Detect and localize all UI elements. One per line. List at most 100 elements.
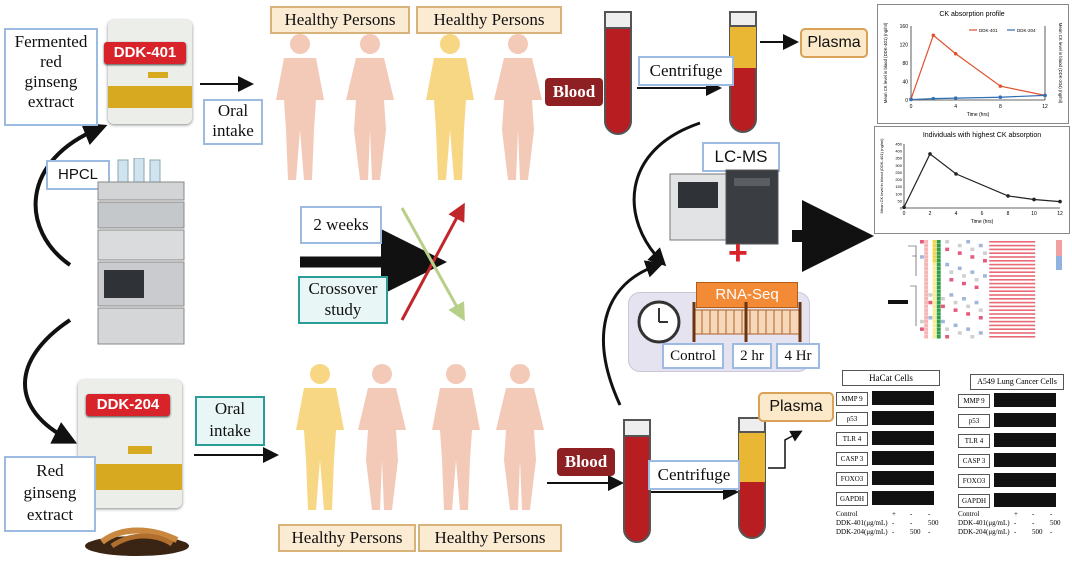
blot-condition-label: DDK-401(μg/mL)	[958, 519, 1010, 527]
blot-condition-value: -	[1032, 510, 1035, 518]
heatmap-cell	[941, 289, 945, 293]
healthy-persons-top-2: Healthy Persons	[416, 6, 562, 34]
ddk401-label: DDK-401	[104, 42, 186, 64]
y-tick-label: 450	[895, 142, 902, 147]
heatmap-cell	[978, 255, 983, 259]
heatmap-cell	[920, 281, 924, 286]
heatmap-cell	[949, 316, 954, 320]
heatmap-cell	[924, 312, 929, 316]
heatmap-cell	[949, 259, 954, 263]
heatmap-row-label	[989, 271, 1036, 273]
x-tick-label: 6	[981, 211, 984, 217]
heatmap-cell	[945, 270, 950, 274]
heatmap-cell	[941, 240, 945, 244]
heatmap-cell	[966, 312, 971, 316]
heatmap-cell	[966, 323, 971, 328]
heatmap-cell	[941, 300, 945, 305]
heatmap-cell	[924, 274, 929, 278]
blood-label-top: Blood	[545, 78, 603, 106]
heatmap-cell	[970, 251, 975, 255]
heatmap-cell	[983, 300, 987, 305]
heatmap-cell	[957, 274, 962, 278]
heatmap-cell	[936, 323, 941, 328]
data-point	[1043, 93, 1047, 98]
heatmap-cell	[941, 308, 945, 312]
blot-gene-label: GAPDH	[836, 492, 868, 506]
blot-condition-label: Control	[958, 510, 980, 518]
heatmap-cell	[936, 262, 941, 267]
blot-gene-label: p53	[958, 414, 990, 428]
blot-band	[994, 453, 1056, 467]
heatmap-cell	[978, 259, 983, 263]
heatmap-cell	[932, 247, 937, 252]
heatmap-cell	[953, 281, 958, 286]
hplc-instrument	[97, 158, 185, 345]
blot-condition-value: -	[928, 510, 931, 518]
blot-gene-label: TLR 4	[958, 434, 990, 448]
heatmap-cell	[953, 274, 958, 278]
heatmap-cell	[928, 247, 933, 252]
heatmap-cell	[953, 331, 958, 335]
heatmap-cell	[941, 304, 945, 309]
heatmap-cell	[957, 312, 962, 316]
data-point	[928, 152, 932, 156]
heatmap-cell	[966, 255, 971, 259]
heatmap-cell	[932, 240, 937, 244]
y-tick-label: 400	[895, 149, 902, 154]
heatmap-cell	[953, 319, 958, 324]
heatmap-cell	[941, 266, 945, 271]
blot-row: TLR 4	[834, 430, 946, 446]
heatmap-cell	[945, 327, 950, 331]
heatmap-cell	[970, 281, 975, 286]
heatmap-cell	[945, 243, 950, 248]
heatmap-cell	[932, 251, 937, 255]
heatmap-cell	[970, 297, 975, 301]
blot-a549-title: A549 Lung Cancer Cells	[970, 374, 1064, 390]
heatmap-cell	[966, 266, 971, 271]
heatmap-cell	[920, 289, 924, 293]
x-tick-label: 12	[1057, 211, 1063, 217]
heatmap-cell	[953, 297, 958, 301]
heatmap-cell	[966, 240, 971, 244]
heatmap-row-label	[989, 328, 1036, 330]
heatmap-cell	[932, 335, 937, 339]
heatmap-cell	[928, 285, 933, 290]
heatmap-cell	[966, 319, 971, 324]
heatmap-cell	[941, 319, 945, 324]
heatmap-cell	[945, 247, 950, 252]
heatmap-cell	[924, 281, 929, 286]
heatmap-cell	[945, 274, 950, 278]
heatmap-cell	[949, 289, 954, 293]
heatmap-cell	[983, 331, 987, 335]
heatmap-cell	[936, 293, 941, 297]
timepoint-control: Control	[662, 343, 724, 369]
heatmap-cell	[983, 274, 987, 278]
heatmap-cell	[941, 243, 945, 248]
heatmap-cell	[928, 312, 933, 316]
heatmap-cell	[970, 274, 975, 278]
heatmap-cell	[949, 293, 954, 297]
heatmap-cell	[953, 300, 958, 305]
heatmap-cell	[974, 293, 979, 297]
heatmap-cell	[924, 327, 929, 331]
x-tick-label: 8	[999, 104, 1002, 110]
heatmap-cell	[953, 240, 958, 244]
heatmap-cell	[974, 247, 979, 252]
heatmap-cell	[983, 289, 987, 293]
heatmap-cell	[957, 304, 962, 309]
heatmap-row-label	[989, 317, 1036, 319]
plus-icon: +	[728, 234, 748, 272]
heatmap-cell	[970, 293, 975, 297]
heatmap-cell	[953, 278, 958, 282]
blot-band	[994, 493, 1056, 507]
blot-condition-value: -	[1014, 528, 1017, 536]
heatmap-cell	[949, 300, 954, 305]
heatmap-cell	[949, 278, 954, 282]
heatmap-cell	[945, 335, 950, 339]
heatmap-cell	[970, 300, 975, 305]
heatmap-cell	[962, 297, 966, 301]
heatmap-cell	[953, 247, 958, 252]
timepoint-4hr: 4 Hr	[776, 343, 820, 369]
heatmap-row-label	[989, 260, 1036, 262]
